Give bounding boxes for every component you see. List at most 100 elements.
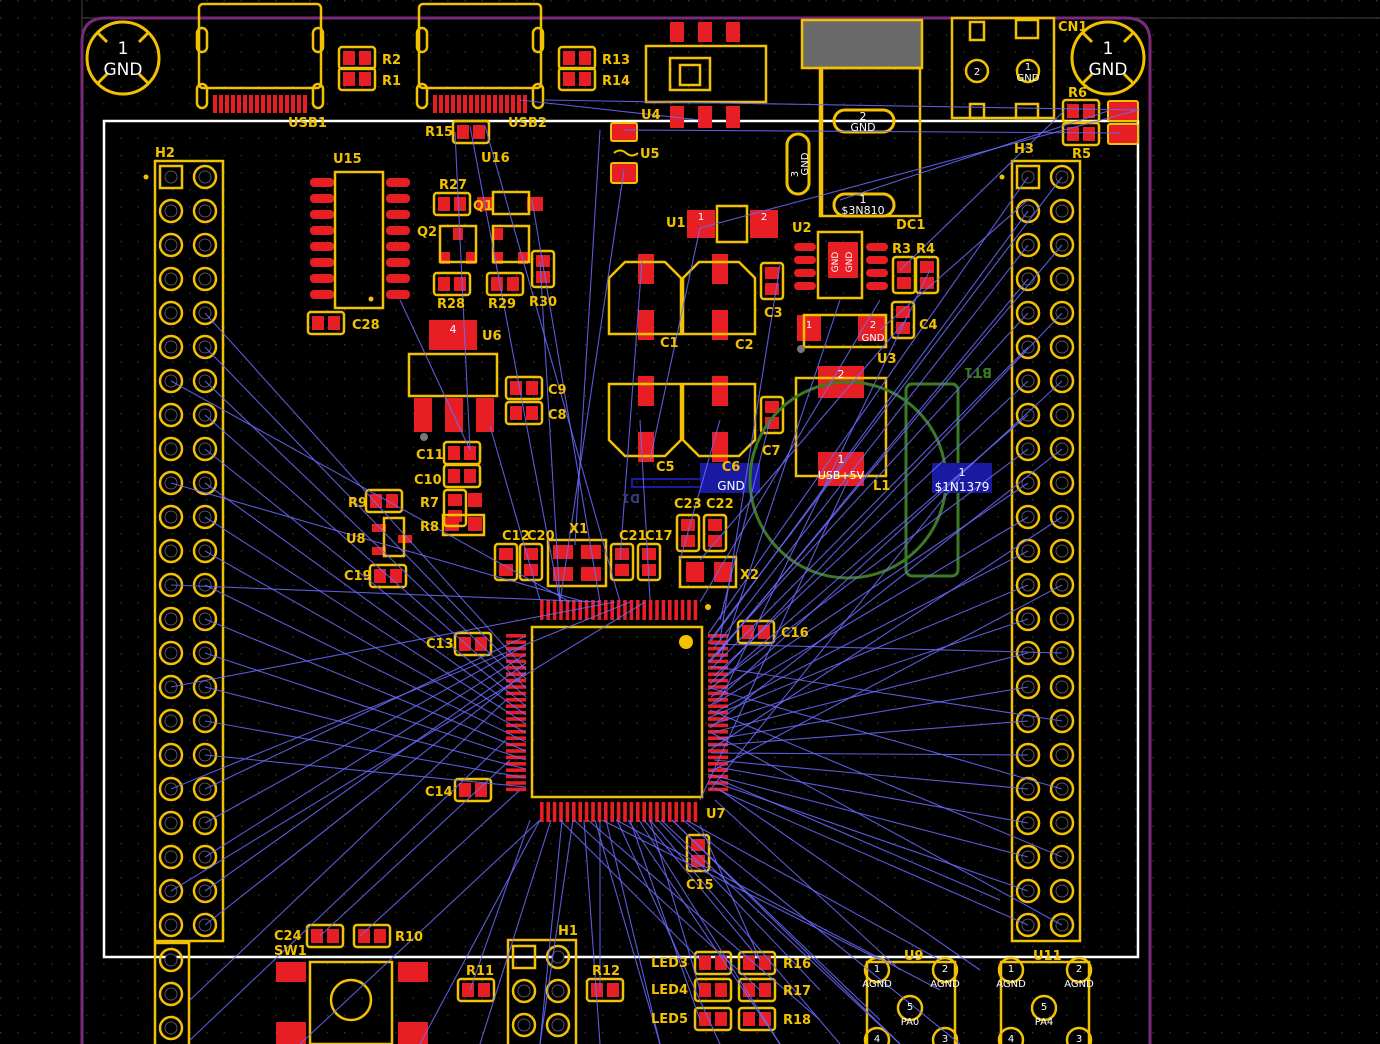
header-h3-pin[interactable] <box>1049 232 1075 258</box>
h1-pin[interactable] <box>511 978 537 1004</box>
u7-pin-top[interactable] <box>661 600 666 620</box>
cn1-mount[interactable] <box>968 20 986 42</box>
header-h2-pin[interactable] <box>192 878 218 904</box>
u7-pin-right[interactable] <box>708 768 728 772</box>
usb1-signal-pad[interactable] <box>219 95 223 113</box>
cn1-mount[interactable] <box>1014 18 1040 40</box>
u7-pin-top[interactable] <box>597 600 602 620</box>
led-pad[interactable] <box>1107 123 1139 145</box>
usb1-signal-pad[interactable] <box>297 95 301 113</box>
c28-pad-2[interactable] <box>328 316 340 330</box>
u11-pin[interactable] <box>997 956 1025 984</box>
header-h3-pin[interactable] <box>1049 742 1075 768</box>
u7-pin-right[interactable] <box>708 736 728 740</box>
u3-pad-2[interactable] <box>858 315 886 341</box>
u7-pin-bottom[interactable] <box>610 802 614 822</box>
c24-pad-2[interactable] <box>327 929 339 943</box>
u7-pin-left[interactable] <box>506 634 526 638</box>
usb1-shell-pad[interactable] <box>195 82 209 110</box>
q2-pad[interactable] <box>453 228 463 240</box>
c8-pad-2[interactable] <box>526 406 538 420</box>
header-h2-pin[interactable] <box>158 538 184 564</box>
header-h2-pin[interactable] <box>192 300 218 326</box>
u15-pin[interactable] <box>386 194 410 203</box>
r15-pad-2[interactable] <box>473 125 485 139</box>
header-h2-pin[interactable] <box>192 674 218 700</box>
u7-pin-bottom[interactable] <box>623 802 627 822</box>
u7-pin-right[interactable] <box>708 723 728 728</box>
header-h3-pin[interactable] <box>1015 708 1041 734</box>
header-h2-pin[interactable] <box>192 198 218 224</box>
usb1-signal-pad[interactable] <box>267 95 271 113</box>
header-h2-pin[interactable] <box>158 266 184 292</box>
c28-pad-1[interactable] <box>312 316 324 330</box>
h1-pin-1[interactable] <box>511 944 537 970</box>
h1-pin[interactable] <box>545 944 571 970</box>
u7-pin-bottom[interactable] <box>584 802 589 822</box>
header-h3-pin[interactable] <box>1015 844 1041 870</box>
u15-pin[interactable] <box>310 290 334 299</box>
c4-pad-2[interactable] <box>896 322 910 334</box>
r14-pad-2[interactable] <box>579 72 591 86</box>
header-h2-pin[interactable] <box>192 470 218 496</box>
c23-pad-1[interactable] <box>681 519 695 531</box>
usb2-signal-pad[interactable] <box>505 95 509 113</box>
c10-pad-1[interactable] <box>448 469 460 483</box>
u9-pin[interactable] <box>896 994 924 1022</box>
usb2-signal-pad[interactable] <box>439 95 443 113</box>
usb1-shell-pad[interactable] <box>311 26 325 54</box>
usb2-signal-pad[interactable] <box>457 95 461 113</box>
header-h2-pin[interactable] <box>158 776 184 802</box>
r13-pad-2[interactable] <box>579 51 591 65</box>
c5-pad-pos[interactable] <box>638 376 654 406</box>
led5-pad-2[interactable] <box>715 1012 727 1026</box>
header-h2-pin[interactable] <box>192 640 218 666</box>
header-h2-pin[interactable] <box>158 742 184 768</box>
x1-pad[interactable] <box>581 567 601 581</box>
u7-pin-top[interactable] <box>552 600 557 620</box>
u7-pin-top[interactable] <box>546 600 550 620</box>
header-h2-pin[interactable] <box>158 436 184 462</box>
header-h2-pin[interactable] <box>158 198 184 224</box>
usb1-signal-pad[interactable] <box>279 95 283 113</box>
usb1-signal-pad[interactable] <box>261 95 265 113</box>
r29-pad-2[interactable] <box>507 277 519 291</box>
u7-pin-left[interactable] <box>506 787 526 792</box>
usb1-shell-pad[interactable] <box>311 82 325 110</box>
u2-pin[interactable] <box>794 269 816 277</box>
header-h2-pin[interactable] <box>192 708 218 734</box>
u7-pin-left[interactable] <box>506 730 526 734</box>
u7-pin-left[interactable] <box>506 736 526 740</box>
u7-pin-bottom[interactable] <box>604 802 608 822</box>
u1-pad-2[interactable] <box>750 210 778 238</box>
u7-pin-left[interactable] <box>506 704 526 708</box>
u5-pad-1[interactable] <box>610 122 638 142</box>
u7-pin-bottom[interactable] <box>552 802 557 822</box>
u7-pin-left[interactable] <box>506 672 526 676</box>
usb2-signal-pad[interactable] <box>463 95 467 113</box>
header-h2-pin[interactable] <box>158 504 184 530</box>
sw1-pad[interactable] <box>398 962 428 982</box>
u7-pin-bottom[interactable] <box>680 802 685 822</box>
header-h2-pin[interactable] <box>192 232 218 258</box>
c11-pad-1[interactable] <box>448 446 460 460</box>
usb2-signal-pad[interactable] <box>493 95 497 113</box>
c19-pad-2[interactable] <box>390 569 402 583</box>
u15-pin[interactable] <box>310 274 334 283</box>
l1-pad-1[interactable] <box>818 452 864 486</box>
u2-pin[interactable] <box>866 243 888 251</box>
usb2-shell-pad[interactable] <box>415 26 429 54</box>
q3-pad[interactable] <box>493 252 503 264</box>
usb1-signal-pad[interactable] <box>249 95 253 113</box>
c10-pad-2[interactable] <box>464 469 476 483</box>
u15-pin[interactable] <box>386 178 410 187</box>
c21-pad-1[interactable] <box>615 548 629 560</box>
c3-pad-1[interactable] <box>765 267 779 279</box>
u7-pin-bottom[interactable] <box>559 802 563 822</box>
c2-pad-neg[interactable] <box>712 310 728 340</box>
c23-pad-2[interactable] <box>681 535 695 547</box>
header-h3-pin[interactable] <box>1049 504 1075 530</box>
c2-pad-pos[interactable] <box>712 254 728 284</box>
